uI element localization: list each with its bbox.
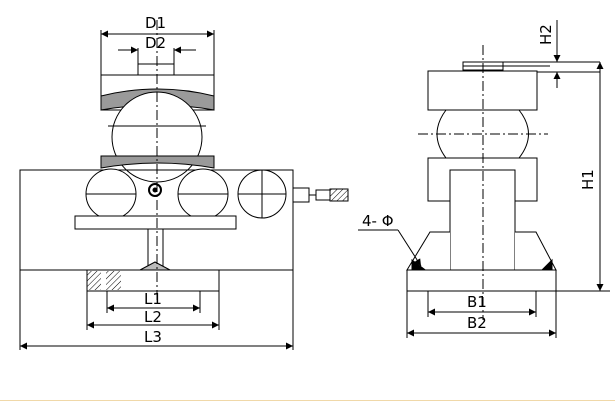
label-l1: L1 [144, 290, 162, 308]
cable-grip [329, 188, 349, 202]
hatch-left [87, 271, 101, 290]
front-view [19, 20, 349, 300]
hatch-right [106, 271, 121, 290]
side-dimensions [358, 20, 610, 338]
front-dimensions [19, 30, 294, 350]
label-h1: H1 [579, 169, 597, 190]
label-d2: D2 [145, 34, 166, 52]
bottom-rule [0, 400, 615, 401]
lower-seat [100, 155, 215, 169]
beam-bar [74, 215, 237, 230]
top-pin [137, 63, 175, 76]
label-d1: D1 [145, 14, 166, 32]
label-l3: L3 [144, 328, 162, 346]
label-b2: B2 [467, 314, 487, 332]
label-holes: 4- Φ [362, 212, 394, 230]
label-b1: B1 [467, 293, 487, 311]
cable-connector [292, 187, 310, 203]
label-l2: L2 [144, 308, 162, 326]
label-h2: H2 [537, 24, 555, 45]
side-view [406, 45, 557, 320]
side-base-plate [406, 269, 557, 292]
